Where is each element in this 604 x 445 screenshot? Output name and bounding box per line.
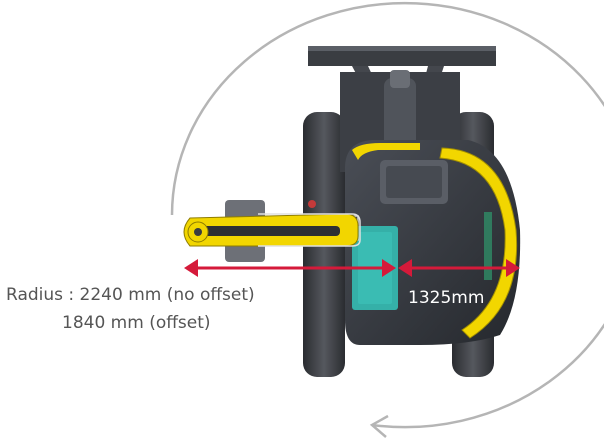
radius-dimension-arrow bbox=[184, 259, 396, 277]
radius-offset-label: 1840 mm (offset) bbox=[62, 313, 211, 333]
offset-dimension-label: 1325mm bbox=[408, 288, 485, 308]
boom-cylinder bbox=[384, 78, 416, 148]
counterweight-guard bbox=[439, 147, 518, 339]
turning-arrowhead-icon bbox=[369, 414, 389, 438]
arm-cylinder bbox=[200, 226, 340, 236]
offset-dimension-arrow bbox=[398, 259, 520, 277]
radius-no-offset-label: Radius : 2240 mm (no offset) bbox=[6, 285, 255, 305]
arm-outline bbox=[258, 213, 361, 247]
side-guard bbox=[352, 143, 420, 160]
hose-fitting bbox=[308, 200, 316, 208]
side-grille bbox=[484, 212, 492, 280]
turning-circle-arc bbox=[170, 1, 604, 429]
